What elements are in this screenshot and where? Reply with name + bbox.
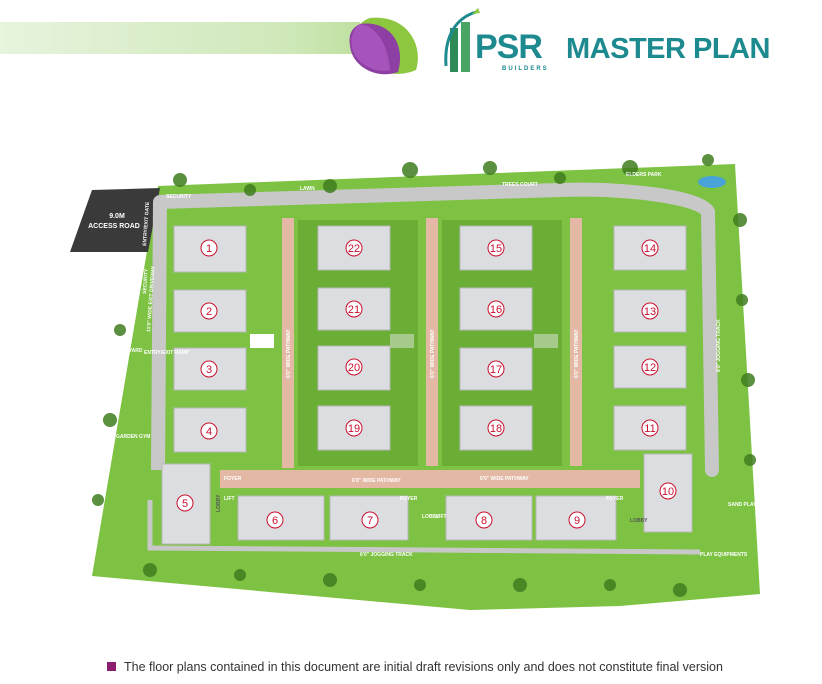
label-garden-gym: GARDEN GYM <box>116 434 150 440</box>
block-20-shape[interactable] <box>317 345 391 391</box>
label-pathway-1: 6'0" WIDE PATHWAY <box>286 329 292 378</box>
label-lift-2: LIFT <box>436 514 447 520</box>
pathway-strip-3 <box>570 218 582 466</box>
footer-bullet-icon <box>107 662 116 671</box>
label-foyer-2: FOYER <box>400 496 418 502</box>
block-label-1: 1 <box>206 243 212 255</box>
label-pathway-3: 6'0" WIDE PATHWAY <box>574 329 580 378</box>
brand-sub: BUILDERS <box>502 66 549 72</box>
block-label-22: 22 <box>348 243 360 255</box>
road-label-1: 9.0M <box>109 213 125 220</box>
leaf-logo-icon <box>349 17 418 75</box>
label-lobby-2: LOBBY <box>422 514 440 520</box>
block-label-3: 3 <box>206 364 212 376</box>
block-label-9: 9 <box>574 515 580 527</box>
block-label-12: 12 <box>644 362 656 374</box>
site-labels: SECURITY LAWN TREES COURT ELDERS PARK T.… <box>116 172 757 558</box>
label-foyer-1: FOYER <box>224 476 242 482</box>
block-label-2: 2 <box>206 306 212 318</box>
block-label-8: 8 <box>481 515 487 527</box>
label-security-top: SECURITY <box>166 194 192 200</box>
label-lawn: LAWN <box>300 186 315 192</box>
page-title: MASTER PLAN <box>566 33 770 65</box>
block-label-18: 18 <box>490 423 502 435</box>
label-tc-yard: T.C YARD <box>120 348 143 354</box>
block-label-5: 5 <box>182 498 188 510</box>
pathway-strip-1 <box>282 218 294 468</box>
block-label-16: 16 <box>490 304 502 316</box>
label-trees-court: TREES COURT <box>502 182 538 188</box>
block-label-14: 14 <box>644 243 656 255</box>
brand-name: PSR <box>475 28 543 66</box>
label-lobby-1: LOBBY <box>216 494 222 512</box>
label-entry-gate: ENTRY/EXIT GATE <box>142 201 151 246</box>
block-label-21: 21 <box>348 304 360 316</box>
label-entry-ramp: ENTRY/EXIT RAMP <box>144 350 190 356</box>
label-lobby-3: LOBBY <box>630 518 648 524</box>
block-label-15: 15 <box>490 243 502 255</box>
label-jogging-right: 6'0" JOGGING TRACK <box>716 319 722 372</box>
header-band <box>0 22 360 54</box>
access-road <box>70 188 160 252</box>
block-2-shape[interactable] <box>173 289 247 333</box>
label-foyer-3: FOYER <box>606 496 624 502</box>
label-security-side: SECURITY <box>142 268 150 294</box>
label-pathway-bottom-2: 6'0" WIDE PATHWAY <box>480 476 529 482</box>
label-lift-1: LIFT <box>224 496 235 502</box>
jogging-track-bottom <box>147 500 701 555</box>
footer-text: The floor plans contained in this docume… <box>124 660 723 674</box>
block-label-17: 17 <box>490 364 502 376</box>
footer-note: The floor plans contained in this docume… <box>107 660 723 674</box>
pathway-strip-bottom <box>220 470 640 488</box>
block-label-11: 11 <box>644 423 655 435</box>
exit-driveway <box>151 201 167 471</box>
block-label-19: 19 <box>348 423 360 435</box>
block-label-7: 7 <box>367 515 373 527</box>
block-label-10: 10 <box>662 486 674 498</box>
label-exit-driveway: 11'0" WIDE EXIT DRIVEWAY <box>146 265 157 332</box>
label-jogging-bottom: 6'0" JOGGING TRACK <box>360 552 413 558</box>
psr-logo-icon <box>444 8 480 72</box>
label-pathway-2: 6'0" WIDE PATHWAY <box>430 329 436 378</box>
label-elders-park: ELDERS PARK <box>626 172 662 178</box>
internal-road-1 <box>250 334 274 348</box>
road-label-2: ACCESS ROAD <box>88 223 140 230</box>
block-label-13: 13 <box>644 306 656 318</box>
block-label-20: 20 <box>348 362 360 374</box>
label-sand-play: SAND PLAY <box>728 502 757 508</box>
pond <box>698 176 726 188</box>
perimeter-road <box>153 182 719 477</box>
trees <box>92 154 756 597</box>
pathway-strip-2 <box>426 218 438 466</box>
label-play-equipment: PLAY EQUIPMENTS <box>700 552 748 558</box>
block-label-6: 6 <box>272 515 278 527</box>
block-numbers: 1 2 3 4 5 6 7 8 9 10 11 12 13 14 15 16 1… <box>176 239 677 529</box>
label-pathway-bottom: 6'0" WIDE PATHWAY <box>352 478 401 484</box>
block-label-4: 4 <box>206 426 212 438</box>
